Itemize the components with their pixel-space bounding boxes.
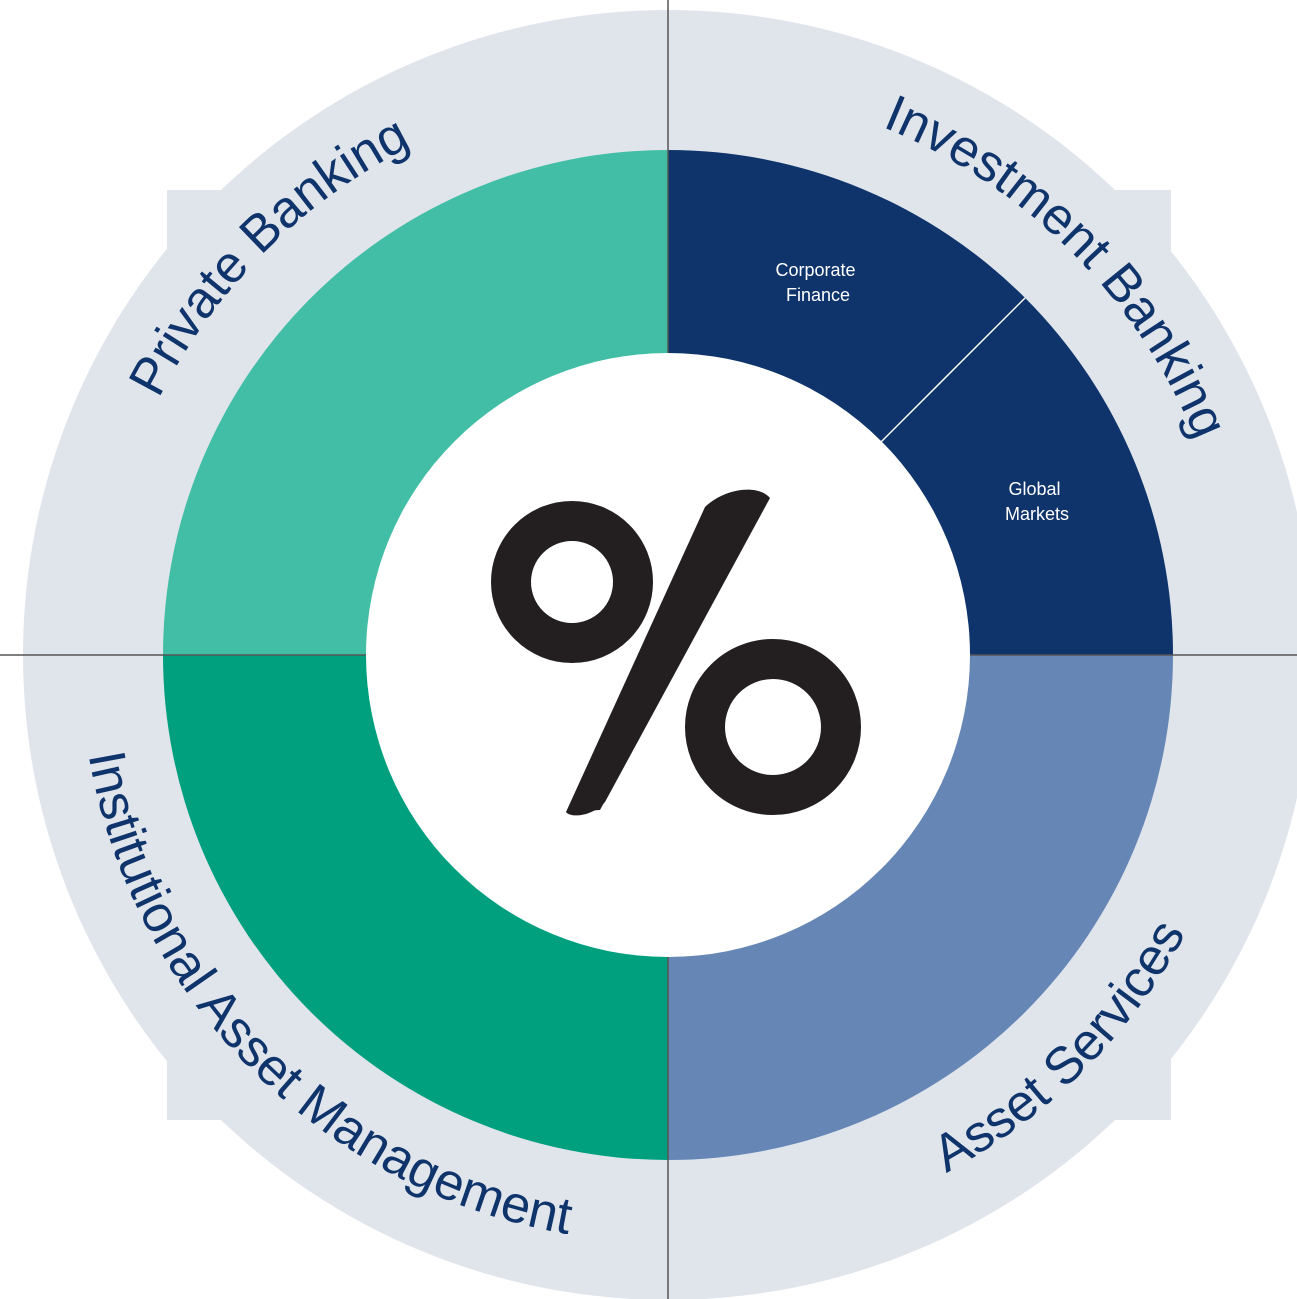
corporate-finance-label: Corporate Finance — [775, 260, 860, 305]
percent-logo-icon — [491, 489, 861, 816]
global-markets-label: Global Markets — [1005, 479, 1069, 524]
